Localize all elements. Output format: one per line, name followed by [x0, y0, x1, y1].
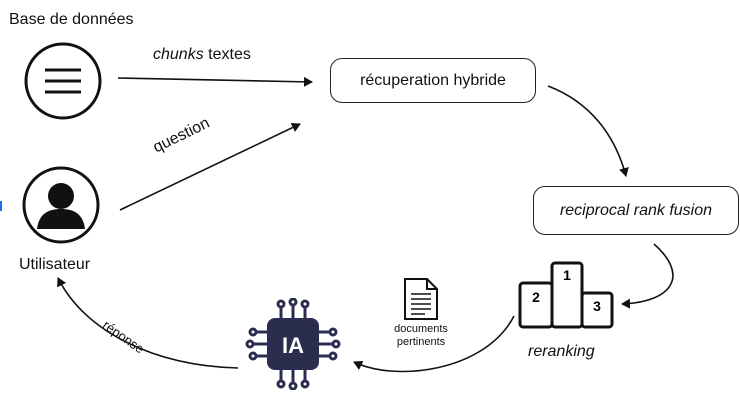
podium-third: 3: [593, 298, 601, 314]
documents-line2: pertinents: [396, 336, 446, 348]
user-label: Utilisateur: [19, 256, 91, 273]
edge-marker: [0, 201, 2, 211]
arrow-to-reranking: [621, 243, 674, 309]
ai-label: IA: [282, 333, 304, 358]
document-icon: [404, 278, 438, 320]
arrow-to-ai: [353, 315, 515, 373]
user-icon: [22, 166, 100, 244]
hybrid-retrieval-box: récuperation hybride: [330, 58, 536, 103]
ai-chip-icon: IA: [245, 298, 341, 390]
podium-icon: 1 2 3: [518, 261, 614, 329]
chunks-rest: textes: [203, 46, 251, 63]
arrow-reponse: [57, 277, 239, 369]
podium-first: 1: [563, 267, 571, 283]
list-icon: [24, 42, 102, 120]
podium-second: 2: [532, 289, 540, 305]
rrf-box: reciprocal rank fusion: [533, 186, 739, 235]
hybrid-retrieval-label: récuperation hybride: [360, 71, 506, 89]
chunks-em: chunks: [153, 46, 204, 63]
arrow-chunks: [117, 76, 313, 87]
reranking-label: reranking: [528, 343, 595, 360]
chunks-label: chunks textes: [153, 47, 251, 63]
database-label: Base de données: [9, 11, 134, 28]
documents-line1: documents: [394, 323, 448, 335]
documents-label: documents pertinents: [388, 323, 454, 349]
rrf-label: reciprocal rank fusion: [559, 201, 713, 219]
arrow-question: [119, 122, 301, 211]
arrow-to-rrf: [547, 85, 629, 177]
